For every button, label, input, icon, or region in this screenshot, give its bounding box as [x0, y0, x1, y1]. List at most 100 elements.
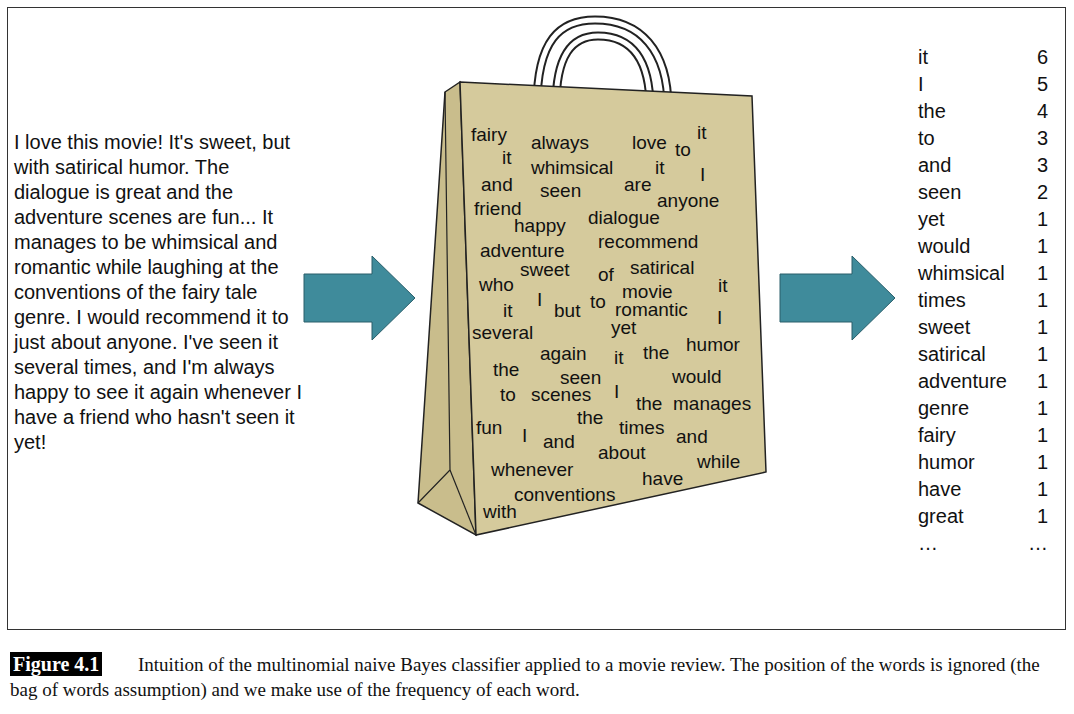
bag-word: and: [481, 174, 513, 196]
count-row: times 1: [916, 287, 1052, 314]
count-row: yet 1: [916, 206, 1052, 233]
count-cell: 1: [1037, 233, 1048, 260]
bag-word: while: [697, 451, 740, 473]
count-cell: 1: [1037, 422, 1048, 449]
bag-word: seen: [540, 180, 581, 202]
word-cell: have: [918, 476, 961, 503]
count-cell: 2: [1037, 179, 1048, 206]
count-cell: 1: [1037, 287, 1048, 314]
word-cell: would: [918, 233, 970, 260]
bag-word: whenever: [491, 459, 573, 481]
word-cell: I: [918, 71, 924, 98]
figure-number: Figure 4.1: [10, 652, 102, 676]
bag-word: I: [537, 289, 542, 311]
bag-word: I: [700, 164, 705, 186]
count-cell: 4: [1037, 98, 1048, 125]
review-text-block: I love this movie! It's sweet, but with …: [14, 130, 302, 455]
bag-word: to: [500, 384, 516, 406]
bag-word: the: [493, 359, 519, 381]
count-row: ……: [916, 530, 1052, 557]
bag-word: scenes: [531, 384, 591, 406]
count-cell: 3: [1037, 152, 1048, 179]
review-text: I love this movie! It's sweet, but with …: [14, 130, 302, 455]
word-cell: adventure: [918, 368, 1007, 395]
bag-word: would: [672, 366, 722, 388]
count-row: adventure 1: [916, 368, 1052, 395]
block-arrow: [780, 256, 895, 340]
count-cell: 1: [1037, 503, 1048, 530]
count-row: whimsical 1: [916, 260, 1052, 287]
word-cell: fairy: [918, 422, 956, 449]
bag-word: times: [619, 417, 664, 439]
bag-word: recommend: [598, 231, 698, 253]
bag-of-words: fairyalwayslovetoititwhimsicalitIandseen…: [416, 10, 770, 545]
count-row: would 1: [916, 233, 1052, 260]
word-cell: sweet: [918, 314, 970, 341]
bag-fold-line: [418, 92, 450, 503]
bag-word: it: [614, 347, 624, 369]
count-cell: 1: [1037, 341, 1048, 368]
bag-word: adventure: [480, 240, 565, 262]
count-row: seen 2: [916, 179, 1052, 206]
bag-word: satirical: [630, 257, 694, 279]
bag-word: anyone: [657, 190, 719, 212]
count-cell: 1: [1037, 206, 1048, 233]
bag-word: fairy: [471, 124, 507, 146]
bag-word: I: [522, 425, 527, 447]
bag-word: again: [540, 343, 587, 365]
word-count-table: it6I5the4to3and3seen2yet1would1whimsical…: [916, 44, 1052, 557]
count-row: genre 1: [916, 395, 1052, 422]
count-cell: 3: [1037, 125, 1048, 152]
word-cell: humor: [918, 449, 975, 476]
word-cell: seen: [918, 179, 961, 206]
count-row: great 1: [916, 503, 1052, 530]
bag-word: whimsical: [531, 157, 613, 179]
bag-word: it: [718, 275, 728, 297]
bag-fold-line: [450, 470, 476, 535]
count-row: the4: [916, 98, 1052, 125]
word-cell: satirical: [918, 341, 986, 368]
bag-word: yet: [611, 317, 636, 339]
bag-word: conventions: [514, 484, 615, 506]
word-cell: …: [918, 530, 938, 557]
word-cell: times: [918, 287, 966, 314]
word-cell: great: [918, 503, 964, 530]
word-cell: yet: [918, 206, 945, 233]
count-cell: 1: [1037, 368, 1048, 395]
bag-word: but: [554, 300, 580, 322]
count-cell: 6: [1037, 44, 1048, 71]
bag-word: the: [643, 342, 669, 364]
bag-front: [460, 82, 766, 535]
bag-word: fun: [476, 417, 502, 439]
count-row: I5: [916, 71, 1052, 98]
bag-word: to: [590, 291, 606, 313]
bag-word: it: [697, 122, 707, 144]
bag-word: about: [598, 442, 646, 464]
word-cell: genre: [918, 395, 969, 422]
figure-caption: Intuition of the multinomial naive Bayes…: [10, 652, 1066, 702]
bag-word: the: [577, 407, 603, 429]
word-cell: whimsical: [918, 260, 1005, 287]
bag-word: dialogue: [588, 207, 660, 229]
count-cell: 1: [1037, 260, 1048, 287]
bag-word: are: [624, 174, 651, 196]
bag-word: manages: [673, 393, 751, 415]
word-cell: and: [918, 152, 951, 179]
bag-word: and: [676, 426, 708, 448]
bag-word: it: [503, 300, 513, 322]
count-cell: …: [1028, 530, 1048, 557]
count-row: have1: [916, 476, 1052, 503]
bag-word: who: [479, 274, 514, 296]
bag-word: always: [531, 132, 589, 154]
count-cell: 1: [1037, 314, 1048, 341]
bag-word: love: [632, 132, 667, 154]
count-cell: 5: [1037, 71, 1048, 98]
bag-word: humor: [686, 334, 740, 356]
bag-word: it: [502, 147, 512, 169]
count-row: and 3: [916, 152, 1052, 179]
count-cell: 1: [1037, 395, 1048, 422]
bag-word: several: [472, 322, 533, 344]
bag-word: of: [598, 264, 614, 286]
bag-word: the: [636, 393, 662, 415]
block-arrow: [304, 256, 415, 340]
